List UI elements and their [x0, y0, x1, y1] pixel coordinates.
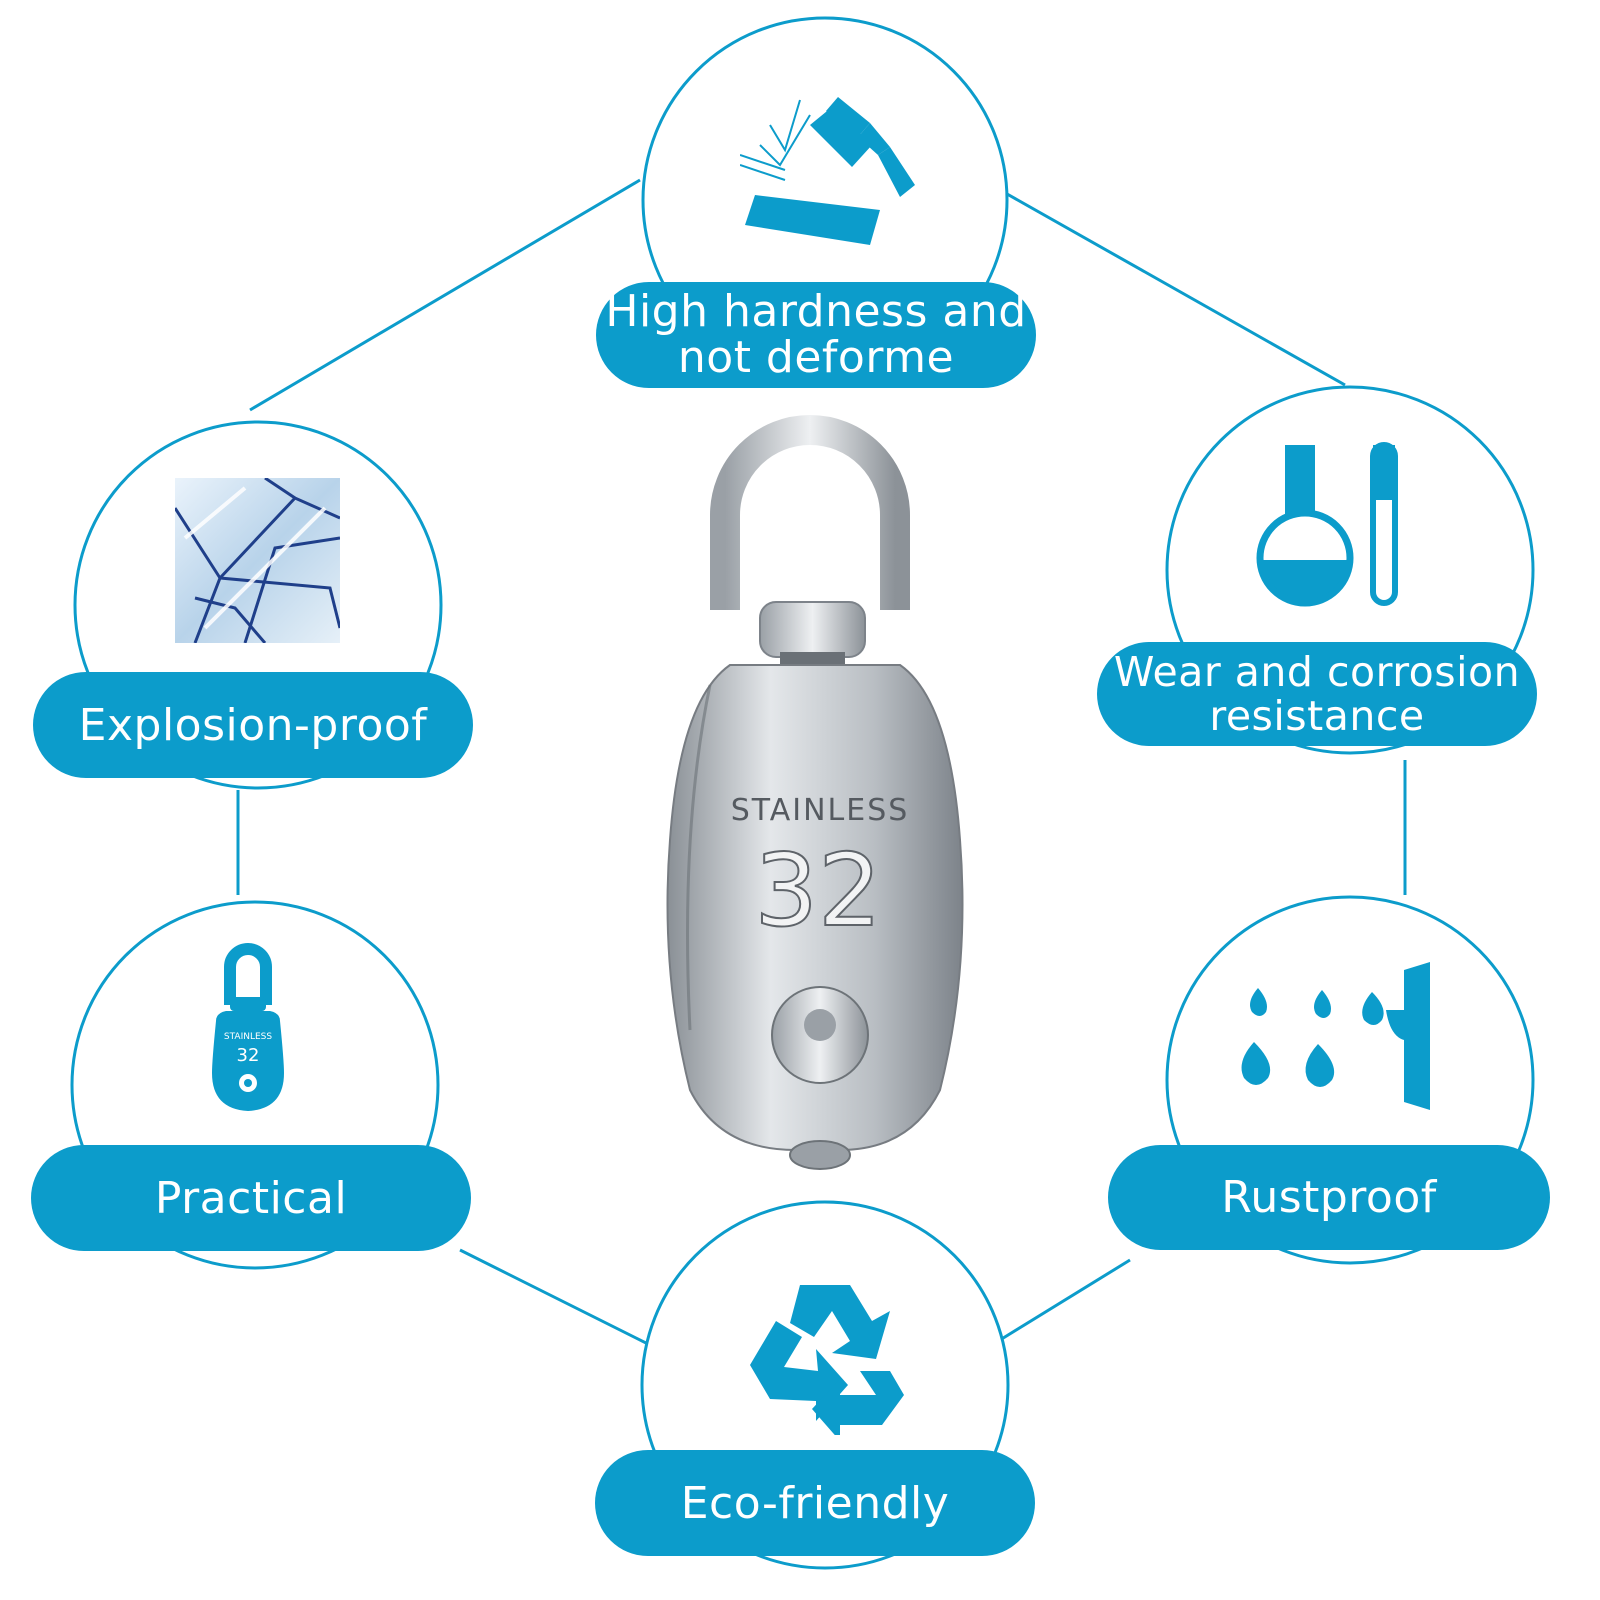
- feature-pill-eco: Eco-friendly: [595, 1450, 1035, 1556]
- feature-label-line2: not deforme: [677, 332, 955, 383]
- feature-pill-corrosion: Wear and corrosion resistance: [1097, 642, 1537, 746]
- feature-label-line1: High hardness and: [605, 286, 1027, 337]
- pulley-product-image: STAINLESS 32: [666, 415, 964, 1170]
- feature-label: Eco-friendly: [680, 1477, 950, 1529]
- practical-icon-number: 32: [237, 1045, 260, 1066]
- feature-label: Rustproof: [1221, 1172, 1437, 1223]
- feature-pill-practical: Practical: [31, 1145, 471, 1251]
- feature-pill-hardness: High hardness and not deforme: [596, 282, 1036, 388]
- feature-pill-rustproof: Rustproof: [1108, 1145, 1550, 1250]
- connector-line: [999, 1258, 1131, 1342]
- feature-label: Practical: [154, 1172, 348, 1224]
- cracked-glass-icon: [175, 478, 340, 643]
- water-drops-icon: [1241, 962, 1430, 1110]
- flask-test-tube-icon: [1256, 442, 1398, 607]
- pulley-icon: STAINLESS 32: [212, 943, 284, 1111]
- feature-label-line2: resistance: [1209, 692, 1425, 740]
- connector-line: [999, 188, 1346, 387]
- feature-pill-explosion: Explosion-proof: [33, 672, 473, 778]
- hammer-icon: [740, 97, 915, 245]
- practical-icon-stamp: STAINLESS: [224, 1032, 272, 1042]
- connector-line: [249, 178, 641, 412]
- recycle-icon: [750, 1285, 904, 1435]
- feature-label-line1: Wear and corrosion: [1113, 648, 1521, 696]
- product-stamp-number: 32: [754, 832, 881, 949]
- product-stamp-text: STAINLESS: [731, 793, 910, 828]
- connector-line: [459, 1248, 651, 1347]
- feature-label: Explosion-proof: [78, 699, 428, 751]
